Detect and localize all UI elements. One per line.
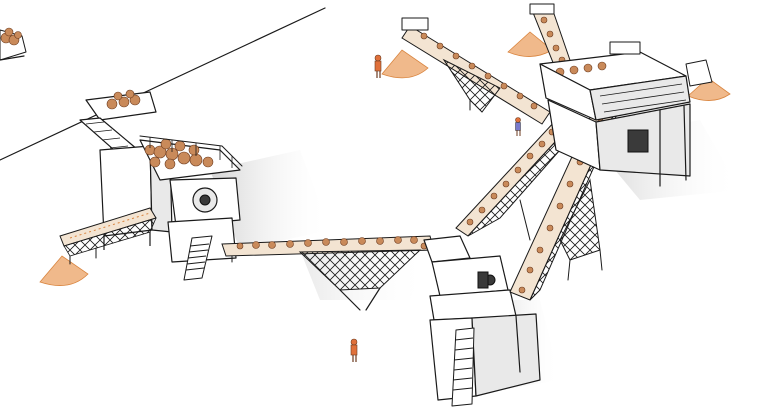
road-lines bbox=[0, 7, 326, 161]
vibrating-screen bbox=[539, 41, 713, 187]
worker-mid bbox=[515, 117, 521, 136]
haul-truck bbox=[0, 27, 27, 61]
secondary-stairs bbox=[451, 327, 475, 407]
stockpile-right bbox=[687, 77, 731, 101]
conveyor-to-center-stockpile bbox=[401, 17, 551, 125]
incline-conveyor-lower bbox=[455, 119, 569, 241]
transfer-conveyor-main bbox=[221, 235, 435, 311]
primary-stairs bbox=[183, 235, 213, 281]
conveyor-to-left-stockpile bbox=[59, 207, 157, 265]
secondary-crusher bbox=[423, 235, 541, 407]
stockpile-center bbox=[381, 49, 429, 79]
primary-feeder bbox=[79, 89, 243, 281]
stockpile-left bbox=[39, 255, 89, 286]
worker-bottom bbox=[350, 338, 358, 362]
worker-top bbox=[374, 54, 382, 78]
